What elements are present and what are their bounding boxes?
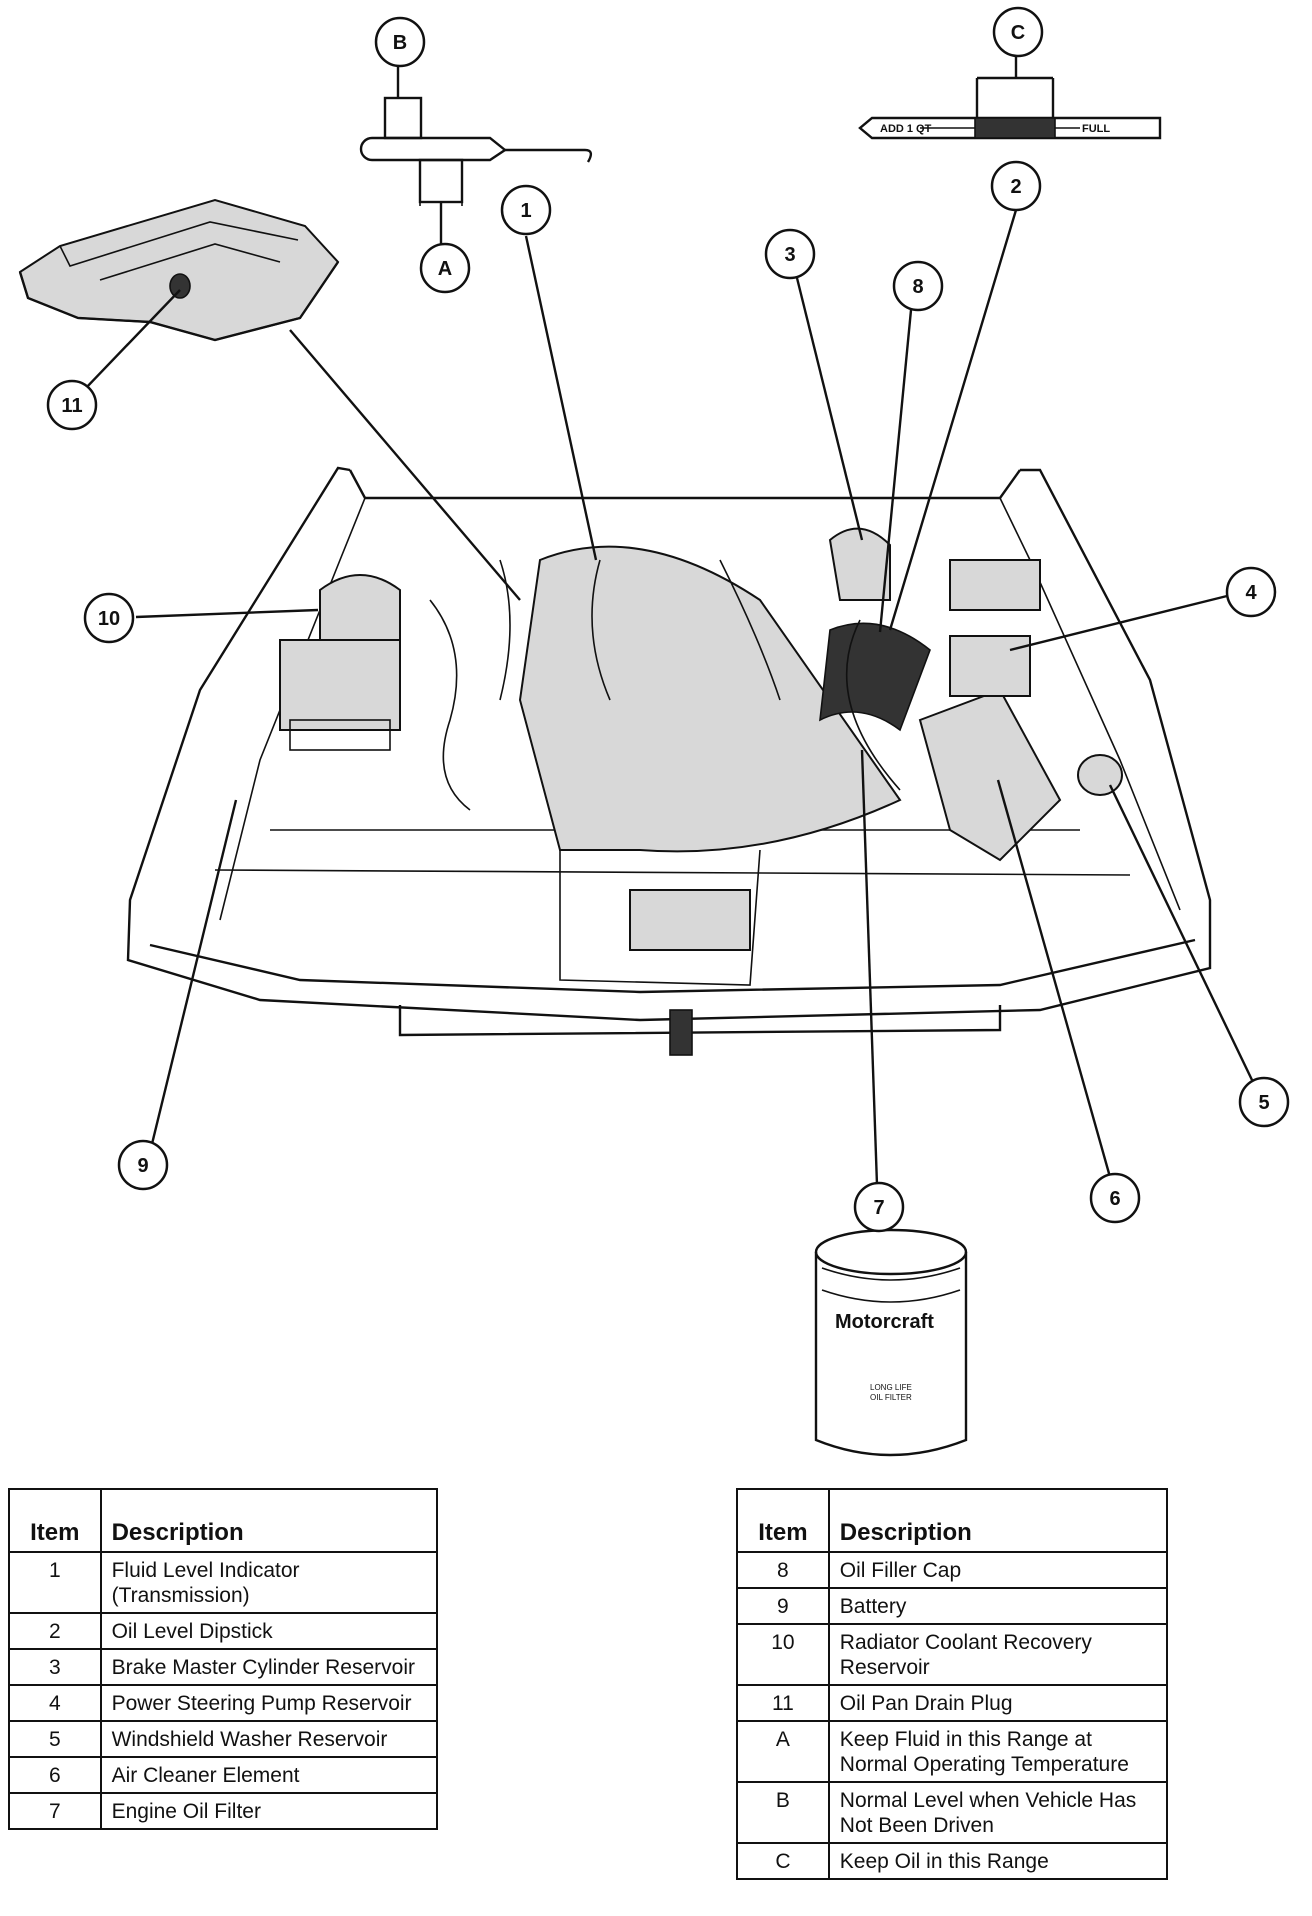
svg-text:1: 1 xyxy=(520,200,531,222)
callout-B: B xyxy=(374,16,426,68)
callout-1: 1 xyxy=(500,184,552,236)
item-description: Oil Pan Drain Plug xyxy=(827,1684,1169,1722)
item-number: 5 xyxy=(8,1720,102,1758)
svg-text:4: 4 xyxy=(1245,582,1257,604)
item-description: Power Steering Pump Reservoir xyxy=(99,1684,439,1722)
dipstick-full-label: FULL xyxy=(1082,123,1110,135)
callout-8: 8 xyxy=(892,260,944,312)
item-number: 9 xyxy=(736,1587,830,1625)
item-number: 7 xyxy=(8,1792,102,1830)
column-header-description: Description xyxy=(827,1488,1169,1553)
item-description: Keep Oil in this Range xyxy=(827,1842,1169,1880)
callout-5: 5 xyxy=(1238,1076,1290,1128)
svg-text:11: 11 xyxy=(61,395,82,417)
item-number: 3 xyxy=(8,1648,102,1686)
item-description: Brake Master Cylinder Reservoir xyxy=(99,1648,439,1686)
item-description: Oil Level Dipstick xyxy=(99,1612,439,1650)
callout-2: 2 xyxy=(990,160,1042,212)
svg-text:C: C xyxy=(1011,22,1025,44)
item-description: Oil Filler Cap xyxy=(827,1551,1169,1589)
callout-A: A xyxy=(419,242,471,294)
callout-7: 7 xyxy=(853,1181,905,1233)
oil-filter-line2: OIL FILTER xyxy=(870,1393,912,1402)
leader-lines xyxy=(83,55,1254,1186)
callout-6: 6 xyxy=(1089,1172,1141,1224)
callout-4: 4 xyxy=(1225,566,1277,618)
item-description: Radiator Coolant Recovery Reservoir xyxy=(827,1623,1169,1686)
svg-text:B: B xyxy=(393,32,407,54)
column-header-item: Item xyxy=(736,1488,830,1553)
svg-text:10: 10 xyxy=(98,608,120,630)
item-number: C xyxy=(736,1842,830,1880)
item-description: Keep Fluid in this Range at Normal Opera… xyxy=(827,1720,1169,1783)
oil-filter-illustration: Motorcraft LONG LIFE OIL FILTER xyxy=(814,1228,968,1457)
callout-9: 9 xyxy=(117,1139,169,1191)
oil-dipstick-inset: ADD 1 QT FULL xyxy=(858,76,1162,140)
item-number: 10 xyxy=(736,1623,830,1686)
svg-text:2: 2 xyxy=(1010,176,1021,198)
item-number: 11 xyxy=(736,1684,830,1722)
item-description: Battery xyxy=(827,1587,1169,1625)
svg-text:6: 6 xyxy=(1109,1188,1120,1210)
item-number: 2 xyxy=(8,1612,102,1650)
callout-3: 3 xyxy=(764,228,816,280)
item-description: Air Cleaner Element xyxy=(99,1756,439,1794)
svg-text:8: 8 xyxy=(912,276,923,298)
item-description: Windshield Washer Reservoir xyxy=(99,1720,439,1758)
callout-C: C xyxy=(992,6,1044,58)
column-header-item: Item xyxy=(8,1488,102,1553)
item-description: Engine Oil Filter xyxy=(99,1792,439,1830)
item-number: 4 xyxy=(8,1684,102,1722)
oil-filter-brand: Motorcraft xyxy=(835,1311,934,1333)
oil-filter-line1: LONG LIFE xyxy=(870,1383,912,1392)
svg-text:3: 3 xyxy=(784,244,795,266)
engine-compartment xyxy=(126,466,1212,1056)
svg-text:7: 7 xyxy=(873,1197,884,1219)
svg-text:A: A xyxy=(438,258,452,280)
item-number: A xyxy=(736,1720,830,1783)
item-number: 6 xyxy=(8,1756,102,1794)
column-header-description: Description xyxy=(99,1488,439,1553)
item-number: B xyxy=(736,1781,830,1844)
item-number: 8 xyxy=(736,1551,830,1589)
svg-text:5: 5 xyxy=(1258,1092,1269,1114)
legend-header-row: Item Description xyxy=(736,1488,1169,1553)
transmission-dipstick-inset xyxy=(359,96,593,206)
engine-compartment-diagram: ADD 1 QT FULL xyxy=(18,6,1290,1457)
item-number: 1 xyxy=(8,1551,102,1614)
legend-header-row: Item Description xyxy=(8,1488,439,1553)
svg-text:9: 9 xyxy=(137,1155,148,1177)
item-description: Fluid Level Indicator (Transmission) xyxy=(99,1551,439,1614)
oil-pan-illustration xyxy=(18,198,340,342)
item-description: Normal Level when Vehicle Has Not Been D… xyxy=(827,1781,1169,1844)
callout-11: 11 xyxy=(46,379,98,431)
callout-10: 10 xyxy=(83,592,135,644)
dipstick-add-label: ADD 1 QT xyxy=(880,123,932,135)
